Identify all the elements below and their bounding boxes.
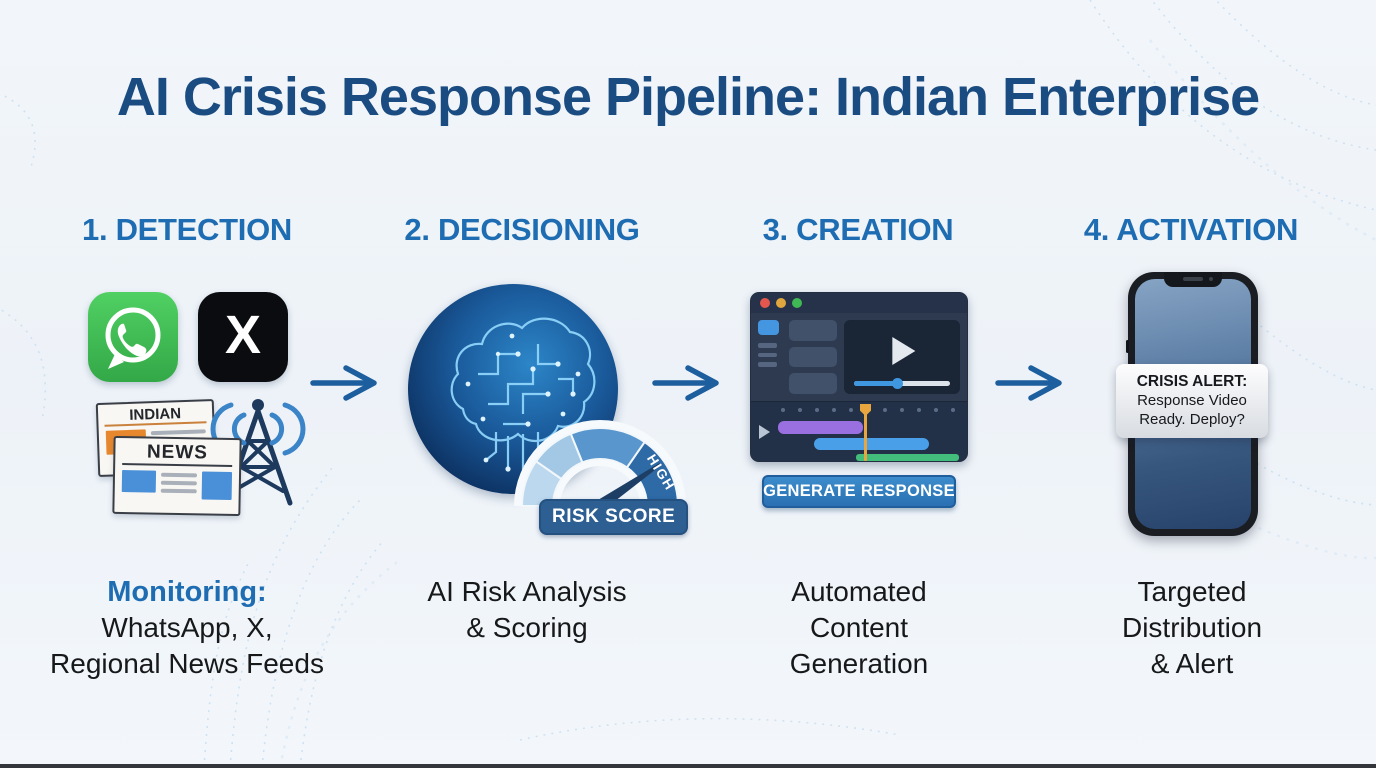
stage-header-activation: 4. ACTIVATION [1083, 212, 1299, 247]
caption-line: Content [809, 612, 909, 643]
caption-decisioning: AI Risk Analysis & Scoring [347, 574, 707, 646]
caption-lead: Monitoring: [107, 576, 267, 608]
flow-arrow-icon [652, 365, 719, 401]
newspaper-text-line [160, 480, 197, 486]
timeline-track-blue [814, 438, 929, 450]
generate-response-button[interactable]: GENERATE RESPONSE [762, 475, 956, 508]
timeline-play-icon [759, 425, 770, 439]
phone-camera-icon [1209, 277, 1213, 281]
flow-arrow-icon [310, 365, 377, 401]
newspaper-text-line [160, 488, 197, 494]
caption-line: Generation [789, 648, 929, 679]
timeline-track-green [856, 454, 959, 461]
progress-fill [854, 381, 898, 386]
stage-header-detection: 1. DETECTION [82, 212, 292, 247]
stage-header-creation: 3. CREATION [762, 212, 954, 247]
sidebar-item [758, 352, 777, 357]
newspaper-photo-block [121, 470, 157, 493]
tool-icon [758, 320, 779, 335]
close-window-icon [760, 298, 770, 308]
media-thumbnail [789, 373, 837, 395]
alert-line: Ready. Deploy? [1139, 411, 1245, 428]
caption-line: Targeted [1137, 576, 1247, 607]
newspaper-photo-block [201, 471, 233, 500]
crisis-alert-card: CRISIS ALERT: Response Video Ready. Depl… [1116, 364, 1268, 438]
editor-content [751, 313, 967, 401]
broadcast-tower-icon [210, 391, 306, 516]
stage-header-decisioning: 2. DECISIONING [404, 212, 640, 247]
newspaper-front-title: NEWS [122, 438, 233, 467]
progress-bar [854, 378, 950, 389]
caption-detection: Monitoring: WhatsApp, X, Regional News F… [7, 574, 367, 682]
caption-line: WhatsApp, X, [101, 612, 273, 643]
timeline-track-purple [778, 421, 863, 434]
sidebar-item [758, 362, 777, 367]
sidebar-item [758, 343, 777, 348]
x-logo-letter: X [224, 305, 262, 365]
whatsapp-icon [88, 292, 178, 382]
playhead-handle [860, 404, 871, 416]
caption-line: & Scoring [466, 612, 588, 643]
media-thumbnail [789, 320, 837, 341]
video-preview [844, 320, 960, 394]
video-editor-window [750, 292, 968, 462]
phone-side-button [1126, 340, 1129, 353]
play-icon [892, 337, 916, 366]
media-thumbnail [789, 346, 837, 368]
caption-line: AI Risk Analysis [427, 576, 627, 607]
editor-sidebar [758, 320, 782, 394]
window-titlebar [751, 293, 967, 313]
progress-handle [892, 378, 904, 389]
minimize-window-icon [776, 298, 786, 308]
caption-creation: Automated Content Generation [679, 574, 1039, 682]
page-title: AI Crisis Response Pipeline: Indian Ente… [116, 67, 1260, 127]
caption-line: Automated [791, 576, 927, 607]
newspaper-text-line [160, 472, 198, 478]
risk-score-badge: RISK SCORE [539, 499, 689, 535]
phone-notch [1164, 272, 1222, 287]
caption-line: & Alert [1150, 648, 1234, 679]
caption-line: Distribution [1121, 612, 1263, 643]
caption-line: Regional News Feeds [50, 648, 324, 679]
newspaper-front: NEWS [112, 435, 242, 517]
caption-activation: Targeted Distribution & Alert [1012, 574, 1372, 682]
phone-speaker [1183, 277, 1203, 281]
bottom-border [0, 764, 1376, 768]
flow-arrow-icon [995, 365, 1062, 401]
alert-line: Response Video [1137, 392, 1247, 409]
playhead [864, 409, 867, 461]
newspaper-back-title: INDIAN [103, 401, 207, 427]
timeline [751, 401, 967, 461]
media-bin [789, 320, 837, 395]
x-logo-icon: X [198, 292, 288, 382]
maximize-window-icon [792, 298, 802, 308]
newspaper-text-line [150, 429, 206, 436]
alert-title: CRISIS ALERT: [1136, 373, 1248, 390]
